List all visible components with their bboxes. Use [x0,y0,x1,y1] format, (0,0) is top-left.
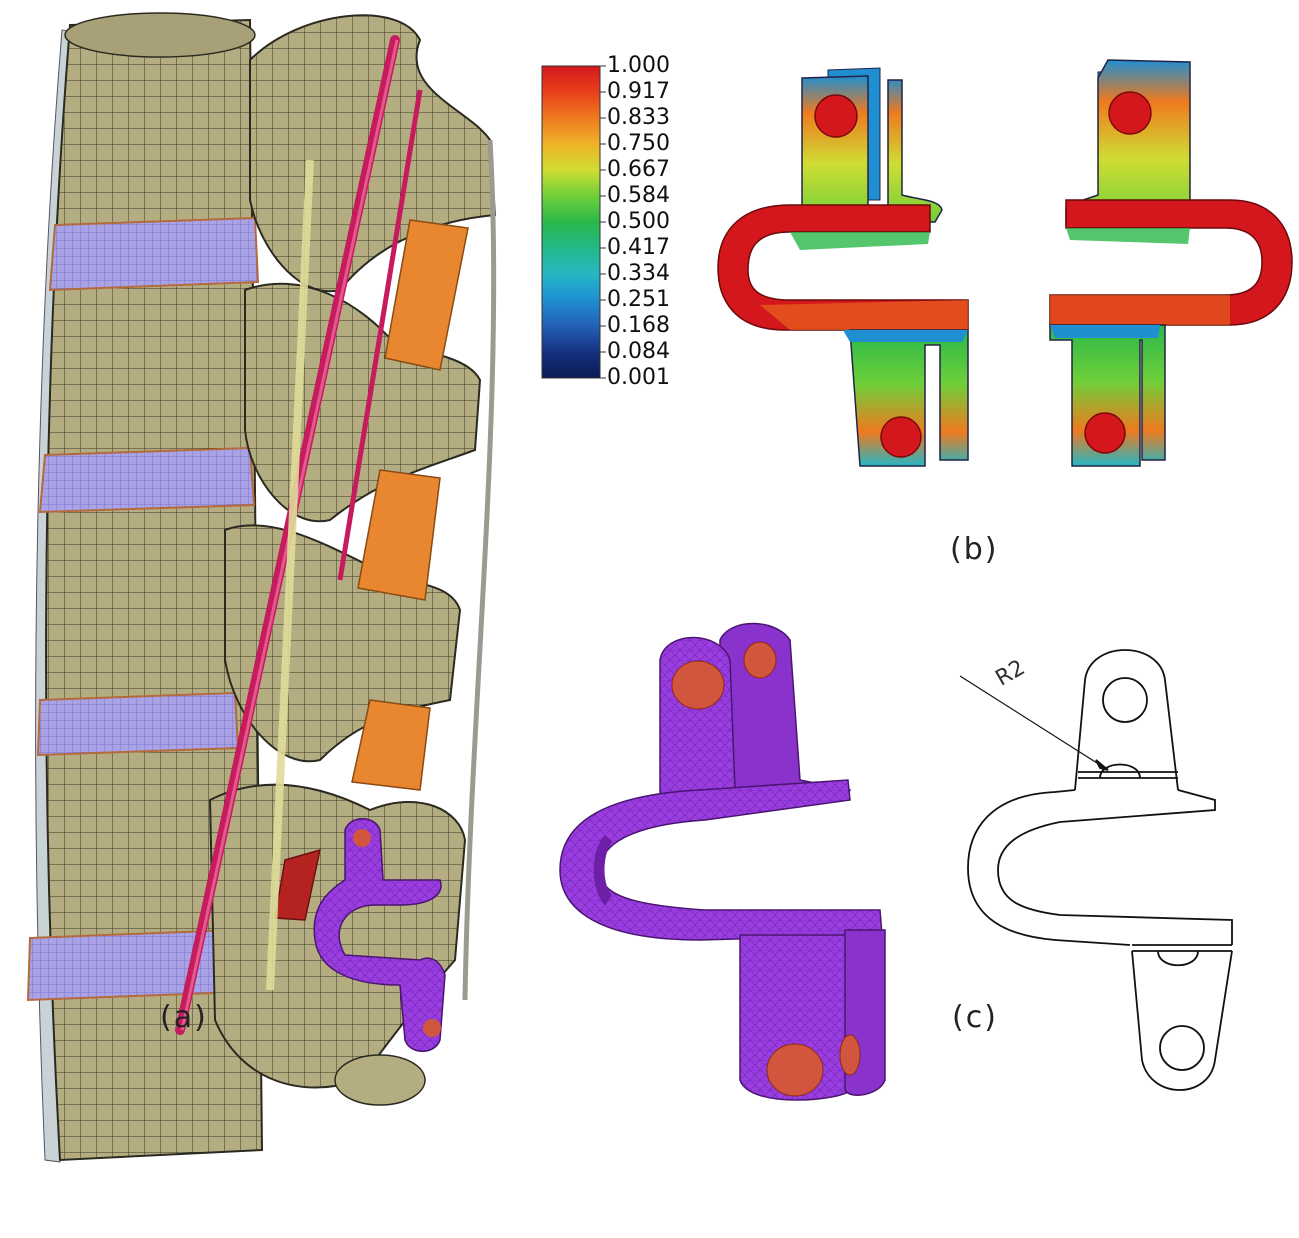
drawing-hole-bottom [1159,1025,1205,1071]
colorbar-label: 0.917 [607,79,670,104]
colorbar-label: 0.001 [607,365,670,390]
colorbar-label: 0.584 [607,183,670,208]
colorbar-label: 0.334 [607,261,670,286]
facet-cartilage-1 [384,219,469,371]
implant-mesh-model [559,622,886,1101]
pin-top-front [671,660,725,710]
colorbar-gradient [541,65,601,379]
disc-2 [38,446,256,514]
colorbar-ticks [600,65,606,379]
panel-label-b: (b) [950,532,999,567]
colorbar-label: 0.750 [607,131,670,156]
pin-bottom-front [766,1043,824,1097]
panel-label-c: (c) [952,1000,998,1035]
stress-contour-right [1049,59,1293,467]
colorbar-label: 1.000 [607,53,670,78]
colorbar-label: 0.084 [607,339,670,364]
colorbar-label: 0.168 [607,313,670,338]
vertebral-column [45,18,264,1162]
sacrum-base [334,1054,426,1106]
pin-bottom-back [839,1034,861,1076]
disc-3 [36,691,240,757]
facet-cartilage-2 [357,469,441,601]
stress-contour-left [717,67,969,467]
colorbar-label: 0.500 [607,209,670,234]
spine-implant [313,818,446,1052]
pin-hole [1108,91,1152,135]
spine-model [26,12,497,1163]
dimension-leader [959,675,1109,771]
disc-4 [26,928,242,1002]
colorbar-label: 0.667 [607,157,670,182]
facet-cartilage-3 [351,699,431,791]
pin-top-back [743,641,777,679]
drawing-hole-top [1102,677,1148,723]
colorbar [541,65,606,379]
pin-hole [880,416,922,458]
posterior-ligament [462,139,497,1001]
colorbar-label: 0.251 [607,287,670,312]
fixation-rod [175,35,400,1035]
dimension-label: R2 [992,655,1030,691]
implant-line-drawing [959,649,1233,1091]
posterior-rod [337,89,423,581]
spine-implant-pin-bottom [423,1019,441,1037]
yellow-ligament [266,159,314,991]
pin-hole [1084,412,1126,454]
panel-label-a: (a) [160,1000,208,1035]
vertebra-top-cap [64,12,256,58]
spine-implant-pin-top [353,829,371,847]
pin-hole [814,94,858,138]
colorbar-label: 0.833 [607,105,670,130]
colorbar-label: 0.417 [607,235,670,260]
disc-1 [48,216,260,292]
